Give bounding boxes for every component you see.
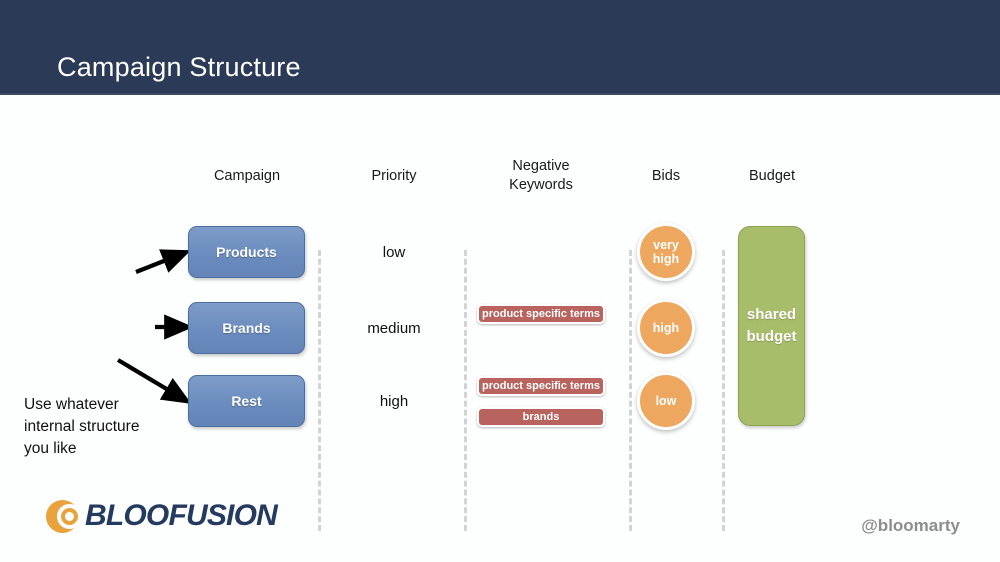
budget-box-shared[interactable]: shared budget [738, 226, 805, 426]
priority-value-rest: high [379, 393, 409, 410]
bid-line-2: high [652, 252, 680, 266]
annotation-text: Use whatever internal structure you like [24, 394, 200, 460]
page-title: Campaign Structure [57, 52, 301, 82]
twitter-handle: @bloomarty [861, 516, 960, 535]
bloofusion-logo: BLOOFUSION [46, 496, 278, 536]
bid-line-1: low [655, 394, 677, 408]
annotation-line-1: Use whatever [24, 396, 119, 413]
slide-content-area: Campaign Priority Negative Keywords Bids… [0, 95, 1000, 562]
campaign-label: Products [216, 244, 277, 260]
bid-line-1: very [653, 238, 679, 252]
budget-line-2: budget [746, 328, 797, 345]
column-divider-3 [629, 250, 632, 531]
column-header-priority: Priority [371, 168, 417, 184]
negative-keyword-badge-rest-2[interactable]: brands [477, 407, 605, 427]
column-divider-4 [722, 250, 725, 531]
priority-value-brands: medium [367, 320, 421, 337]
bid-line-1: high [652, 321, 680, 335]
negative-keyword-badge-brands-1[interactable]: product specific terms [477, 304, 605, 324]
budget-line-1: shared [746, 306, 797, 323]
negative-keyword-label: brands [522, 411, 560, 423]
negative-keyword-label: product specific terms [482, 380, 600, 392]
priority-value-products: low [382, 244, 406, 261]
campaign-box-products[interactable]: Products [188, 226, 305, 278]
campaign-label: Rest [231, 393, 262, 409]
column-header-budget: Budget [749, 168, 795, 184]
annotation-line-3: you like [24, 440, 77, 457]
campaign-box-brands[interactable]: Brands [188, 302, 305, 354]
title-underline [0, 93, 1000, 95]
campaign-box-rest[interactable]: Rest [188, 375, 305, 427]
campaign-label: Brands [222, 320, 271, 336]
column-divider-1 [318, 250, 321, 531]
annotation-line-2: internal structure [24, 418, 140, 435]
column-header-bids: Bids [651, 168, 681, 184]
slide-title-bar: Campaign Structure [0, 0, 1000, 95]
negative-keyword-label: product specific terms [482, 308, 600, 320]
column-header-campaign: Campaign [213, 168, 281, 184]
arrow-to-products [135, 249, 192, 274]
bloofusion-logo-icon [46, 499, 84, 533]
negative-keyword-badge-rest-1[interactable]: product specific terms [477, 376, 605, 396]
bid-circle-products[interactable]: very high [637, 223, 695, 281]
column-header-negative-keywords: Negative Keywords [509, 158, 573, 193]
bloofusion-logo-text: BLOOFUSION [85, 499, 278, 532]
bid-circle-rest[interactable]: low [637, 372, 695, 430]
column-divider-2 [464, 250, 467, 531]
bid-circle-brands[interactable]: high [637, 299, 695, 357]
